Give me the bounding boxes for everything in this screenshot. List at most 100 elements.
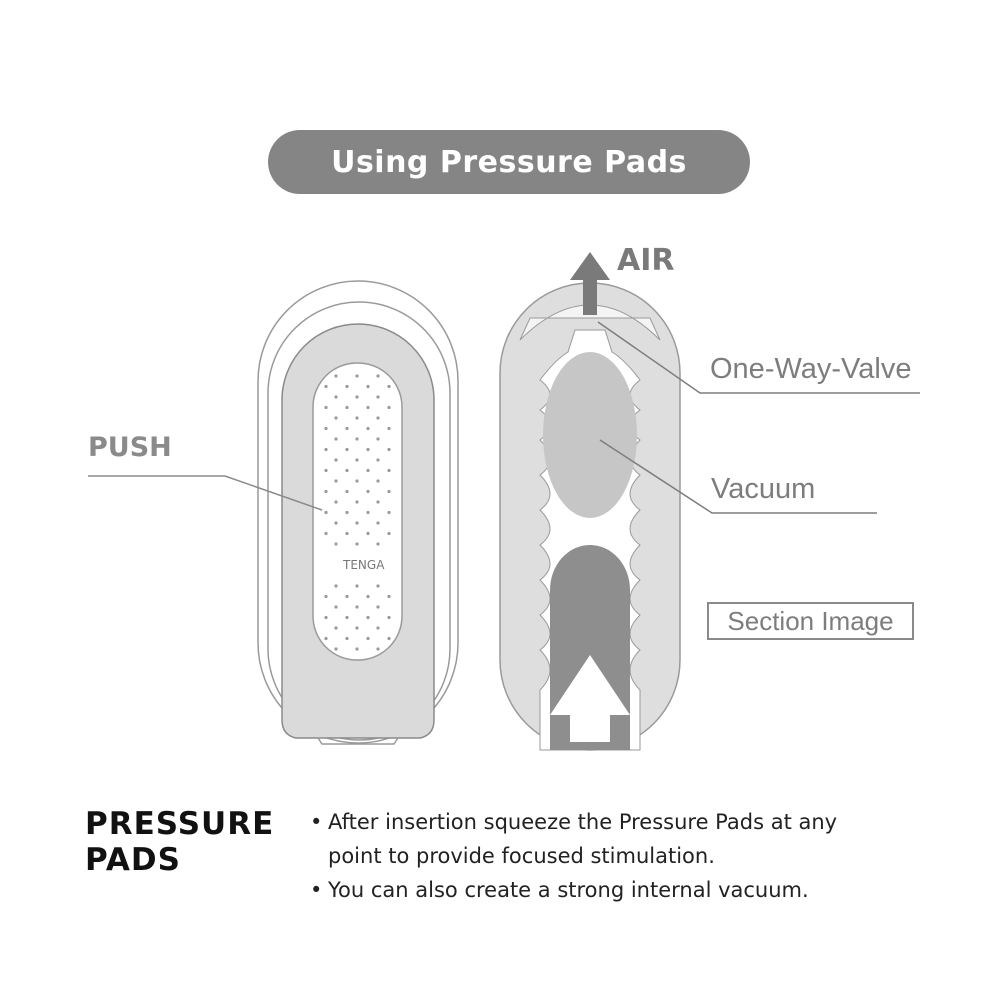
pad-dot (334, 479, 338, 483)
pad-dot (324, 594, 328, 599)
push-label: PUSH (88, 432, 172, 463)
pad-dot (366, 468, 370, 473)
pad-dot (324, 615, 328, 620)
pad-dot (324, 510, 328, 515)
pad-dot (334, 605, 338, 609)
pad-dot (324, 636, 328, 641)
pad-dot (355, 542, 359, 546)
heading-line-2: PADS (85, 842, 181, 878)
pad-dot (345, 531, 349, 536)
pad-dot (334, 374, 338, 378)
pad-dot (387, 426, 391, 431)
pad-dot (334, 584, 338, 588)
pad-dot (334, 500, 338, 504)
pad-dot (334, 626, 338, 630)
pad-dot (376, 395, 380, 399)
pad-dot (355, 416, 359, 420)
pad-dot (387, 447, 391, 452)
vacuum-label: Vacuum (711, 473, 816, 505)
pad-dot (324, 468, 328, 473)
pad-dot (366, 615, 370, 620)
pad-dot (366, 489, 370, 494)
pad-dot (387, 531, 391, 536)
pad-dot (334, 437, 338, 441)
pad-dot (355, 584, 359, 588)
pad-dot (345, 384, 349, 389)
pad-dot (387, 468, 391, 473)
title-text: Using Pressure Pads (331, 144, 687, 180)
pad-dot (345, 405, 349, 410)
push-arrow-icon (550, 655, 630, 742)
pad-dot (334, 416, 338, 420)
feature-item: You can also create a strong internal va… (310, 873, 888, 907)
pad-dot (366, 405, 370, 410)
pad-dot (334, 647, 338, 651)
pad-dot (387, 510, 391, 515)
pad-dot (334, 542, 338, 546)
pad-dot (355, 521, 359, 525)
air-label: AIR (617, 243, 675, 278)
pad-dot (334, 521, 338, 525)
pad-dot (387, 615, 391, 620)
pad-dot (345, 615, 349, 620)
pad-dot (376, 542, 380, 546)
pad-dot (355, 395, 359, 399)
pad-dot (355, 626, 359, 630)
pad-dot (366, 531, 370, 536)
pad-dot (376, 479, 380, 483)
vacuum-region (543, 352, 637, 518)
brand-mark: TENGA (342, 558, 385, 572)
pad-dot (376, 584, 380, 588)
pad-dot (387, 384, 391, 389)
pad-dot (334, 395, 338, 399)
pad-dot (324, 447, 328, 452)
device-exterior: TENGA (257, 280, 459, 745)
pad-dot (345, 594, 349, 599)
pad-dot (387, 489, 391, 494)
pad-dot (376, 458, 380, 462)
pad-dot (324, 426, 328, 431)
title-banner: Using Pressure Pads (268, 130, 750, 194)
pad-dot (355, 500, 359, 504)
pad-dots (324, 374, 391, 651)
pad-dot (366, 636, 370, 641)
section-view (499, 252, 681, 751)
push-leader-line (88, 475, 323, 511)
pad-dot (376, 626, 380, 630)
pad-dot (355, 647, 359, 651)
pad-dot (376, 374, 380, 378)
pad-dot (345, 447, 349, 452)
pad-dot (345, 510, 349, 515)
feature-list: After insertion squeeze the Pressure Pad… (310, 805, 888, 907)
pad-dot (366, 426, 370, 431)
pad-dot (366, 594, 370, 599)
pad-dot (345, 426, 349, 431)
pad-dot (345, 468, 349, 473)
pad-dot (355, 479, 359, 483)
pad-dot (366, 384, 370, 389)
section-image-text: Section Image (727, 605, 894, 636)
pad-dot (376, 437, 380, 441)
section-heading: PRESSURE PADS (85, 806, 274, 878)
pad-dot (355, 458, 359, 462)
vacuum-leader-line (599, 439, 877, 514)
pad-dot (376, 500, 380, 504)
pad-dot (355, 374, 359, 378)
heading-line-1: PRESSURE (85, 806, 275, 842)
one-way-valve-label: One-Way-Valve (710, 353, 912, 385)
pad-dot (376, 416, 380, 420)
pad-dot (345, 636, 349, 641)
pad-dot (387, 594, 391, 599)
pad-dot (355, 605, 359, 609)
pad-dot (366, 510, 370, 515)
valve-leader-line (597, 321, 920, 394)
pad-dot (334, 458, 338, 462)
pad-dot (324, 489, 328, 494)
pad-dot (324, 531, 328, 536)
pad-dot (324, 384, 328, 389)
pad-dot (345, 489, 349, 494)
pad-dot (355, 437, 359, 441)
pad-dot (387, 636, 391, 641)
pad-dot (366, 447, 370, 452)
